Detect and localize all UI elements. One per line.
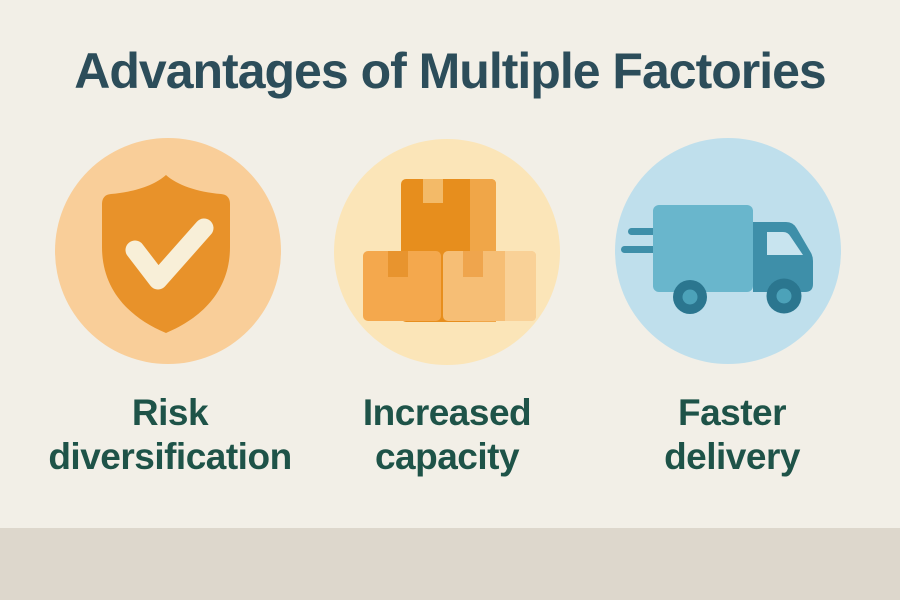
label-line: Faster <box>677 392 787 433</box>
label-line: diversification <box>48 435 292 477</box>
delivery-truck-icon <box>621 205 813 314</box>
faster-delivery-label: Faster delivery <box>582 391 882 478</box>
increased-capacity-label: Increased capacity <box>297 391 597 478</box>
stacked-boxes-icon <box>363 179 536 322</box>
risk-diversification-label: Risk diversification <box>20 391 320 478</box>
label-line: capacity <box>374 435 520 477</box>
page-title: Advantages of Multiple Factories <box>74 43 826 99</box>
shield-check-icon <box>102 175 230 333</box>
floor-band <box>0 528 900 600</box>
label-line: Risk <box>131 392 209 433</box>
faster-delivery-badge <box>615 138 841 364</box>
label-line: Increased <box>362 392 532 433</box>
risk-diversification-badge <box>55 138 281 364</box>
label-line: delivery <box>664 435 800 477</box>
increased-capacity-badge <box>334 139 560 365</box>
